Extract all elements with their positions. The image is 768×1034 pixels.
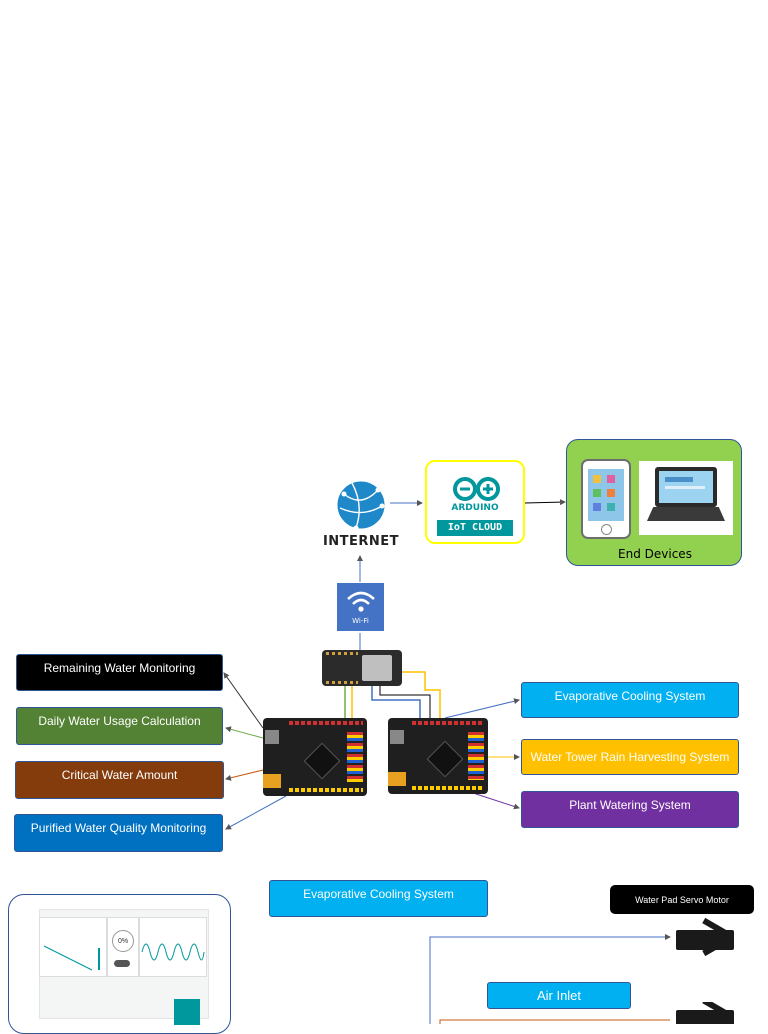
globe-icon (336, 480, 386, 531)
evap-cooling-title-box: Evaporative Cooling System (269, 880, 488, 917)
critical-water-amount-box: Critical Water Amount (15, 761, 224, 799)
internet-node: INTERNET (322, 478, 400, 550)
evap-cooling-title: Evaporative Cooling System (303, 887, 454, 901)
daily-water-usage-label: Daily Water Usage Calculation (38, 714, 201, 728)
water-tower-rain-label: Water Tower Rain Harvesting System (530, 750, 730, 764)
evaporative-cooling-box: Evaporative Cooling System (521, 682, 739, 718)
purified-water-quality-label: Purified Water Quality Monitoring (30, 821, 207, 835)
daily-water-usage-box: Daily Water Usage Calculation (16, 707, 223, 745)
wifi-label: Wi-Fi (352, 617, 369, 625)
right-arduino-board (388, 718, 488, 794)
wifi-icon (347, 591, 375, 612)
plant-watering-label: Plant Watering System (569, 798, 691, 812)
servo-motor-icon-bottom (672, 1002, 738, 1024)
wave-chart (141, 943, 205, 961)
remaining-water-monitoring-box: Remaining Water Monitoring (16, 654, 223, 691)
evaporative-cooling-label: Evaporative Cooling System (554, 689, 706, 703)
air-inlet-box: Air Inlet (487, 982, 631, 1009)
plant-watering-box: Plant Watering System (521, 791, 739, 828)
esp-wifi-board (322, 650, 402, 686)
end-devices-label: End Devices (618, 547, 692, 561)
left-arduino-board (263, 718, 367, 796)
wifi-module: Wi-Fi (337, 583, 384, 631)
arduino-infinity-icon (453, 477, 500, 501)
air-inlet-label: Air Inlet (536, 988, 582, 1003)
dashboard-preview: 0% (8, 894, 231, 1034)
arduino-label: ARDUINO (451, 503, 499, 513)
critical-water-amount-label: Critical Water Amount (61, 768, 178, 782)
remaining-water-monitoring-label: Remaining Water Monitoring (43, 661, 196, 675)
servo-label-box: Water Pad Servo Motor (610, 885, 754, 914)
usage-line-chart (43, 945, 100, 971)
purified-water-quality-box: Purified Water Quality Monitoring (14, 814, 223, 852)
dashboard-toggle[interactable] (114, 960, 130, 967)
laptop-icon (639, 461, 733, 535)
water-tower-rain-box: Water Tower Rain Harvesting System (521, 739, 739, 775)
internet-label: INTERNET (322, 534, 400, 549)
servo-motor-icon-top (672, 917, 738, 957)
iot-cloud-label: IoT CLOUD (437, 520, 513, 536)
arduino-iot-cloud-box: ARDUINO IoT CLOUD (425, 460, 525, 544)
end-devices-box: End Devices (566, 439, 742, 566)
servo-label: Water Pad Servo Motor (635, 894, 729, 905)
phone-icon (581, 459, 631, 539)
dashboard-gauge-value: 0% (117, 937, 129, 945)
dashboard-button[interactable] (174, 999, 200, 1025)
